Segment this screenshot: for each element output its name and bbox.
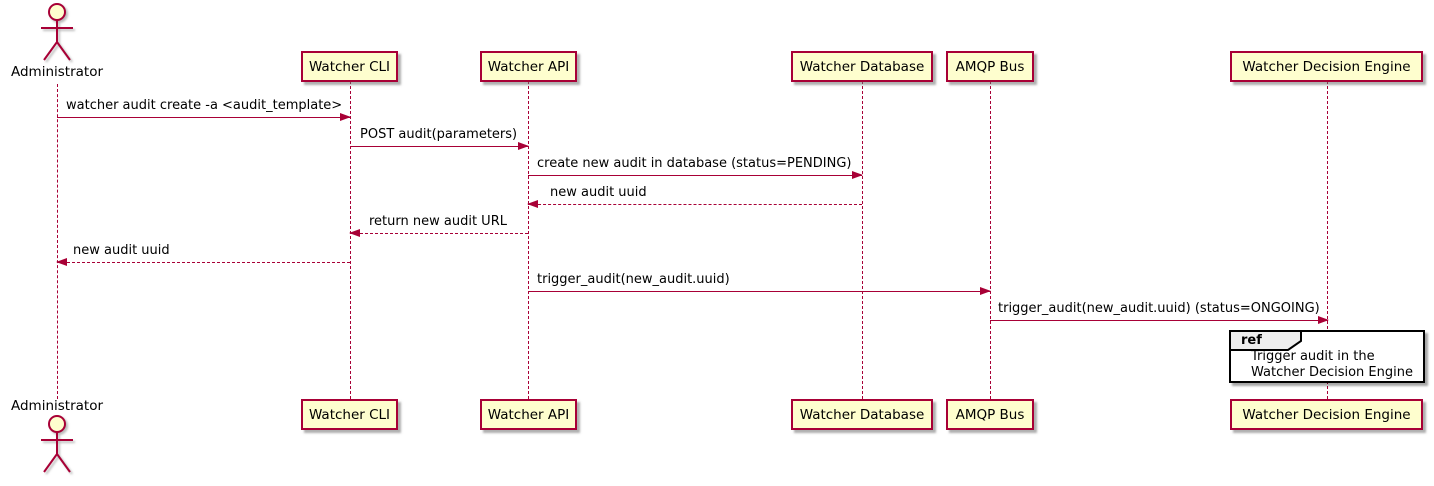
ref-text-line: Trigger audit in the [1251, 349, 1375, 364]
participant-watcher-cli-top: Watcher CLI [301, 51, 398, 82]
actor-icon [41, 415, 73, 473]
lifeline-watcher-decision-engine [1327, 81, 1328, 399]
participant-administrator-top: Administrator [10, 64, 104, 80]
arrow-head-icon [340, 113, 351, 121]
message-post-audit: POST audit(parameters) [350, 127, 529, 150]
ref-tab-shape [1229, 330, 1302, 351]
message-new-audit-uuid-cli: new audit uuid [56, 243, 350, 266]
participant-watcher-decision-engine-bottom: Watcher Decision Engine [1230, 399, 1423, 430]
message-label: trigger_audit(new_audit.uuid) (status=ON… [998, 301, 1320, 316]
participant-watcher-database-top: Watcher Database [791, 51, 933, 82]
arrow-head-icon [852, 171, 863, 179]
message-create-audit-db: create new audit in database (status=PEN… [528, 156, 863, 179]
participant-watcher-decision-engine-top: Watcher Decision Engine [1230, 51, 1423, 82]
message-label: return new audit URL [369, 214, 507, 229]
message-label: new audit uuid [73, 243, 170, 258]
lifeline-watcher-cli [350, 81, 351, 399]
participant-amqp-bus-top: AMQP Bus [946, 51, 1034, 82]
ref-keyword: ref [1241, 333, 1262, 348]
participant-watcher-api-bottom: Watcher API [480, 399, 577, 430]
arrow-head-icon [349, 229, 360, 237]
ref-body: Trigger audit in the Watcher Decision En… [1231, 332, 1423, 381]
message-label: create new audit in database (status=PEN… [537, 156, 852, 171]
message-label: trigger_audit(new_audit.uuid) [537, 272, 730, 287]
lifeline-watcher-database [862, 81, 863, 399]
message-new-audit-uuid-db: new audit uuid [527, 185, 862, 208]
ref-fragment: ref Trigger audit in the Watcher Decisio… [1229, 330, 1425, 383]
participant-administrator-bottom: Administrator [10, 398, 104, 414]
participant-watcher-database-bottom: Watcher Database [791, 399, 933, 430]
actor-icon [41, 3, 73, 61]
arrow-head-icon [980, 287, 991, 295]
participant-amqp-bus-bottom: AMQP Bus [946, 399, 1034, 430]
arrow-head-icon [518, 142, 529, 150]
message-trigger-audit: trigger_audit(new_audit.uuid) [528, 272, 991, 295]
arrow-head-icon [1318, 316, 1329, 324]
message-label: watcher audit create -a <audit_template> [66, 98, 343, 113]
message-label: new audit uuid [550, 185, 647, 200]
arrow-head-icon [56, 258, 67, 266]
arrow-head-icon [527, 200, 538, 208]
ref-text-line: Watcher Decision Engine [1251, 365, 1413, 380]
message-return-audit-url: return new audit URL [349, 214, 528, 237]
message-trigger-audit-ongoing: trigger_audit(new_audit.uuid) (status=ON… [990, 301, 1329, 324]
message-label: POST audit(parameters) [360, 127, 518, 142]
participant-watcher-cli-bottom: Watcher CLI [301, 399, 398, 430]
message-audit-create: watcher audit create -a <audit_template> [57, 98, 351, 121]
lifeline-administrator [57, 84, 58, 399]
lifeline-amqp-bus [990, 81, 991, 399]
lifeline-watcher-api [528, 81, 529, 399]
participant-watcher-api-top: Watcher API [480, 51, 577, 82]
